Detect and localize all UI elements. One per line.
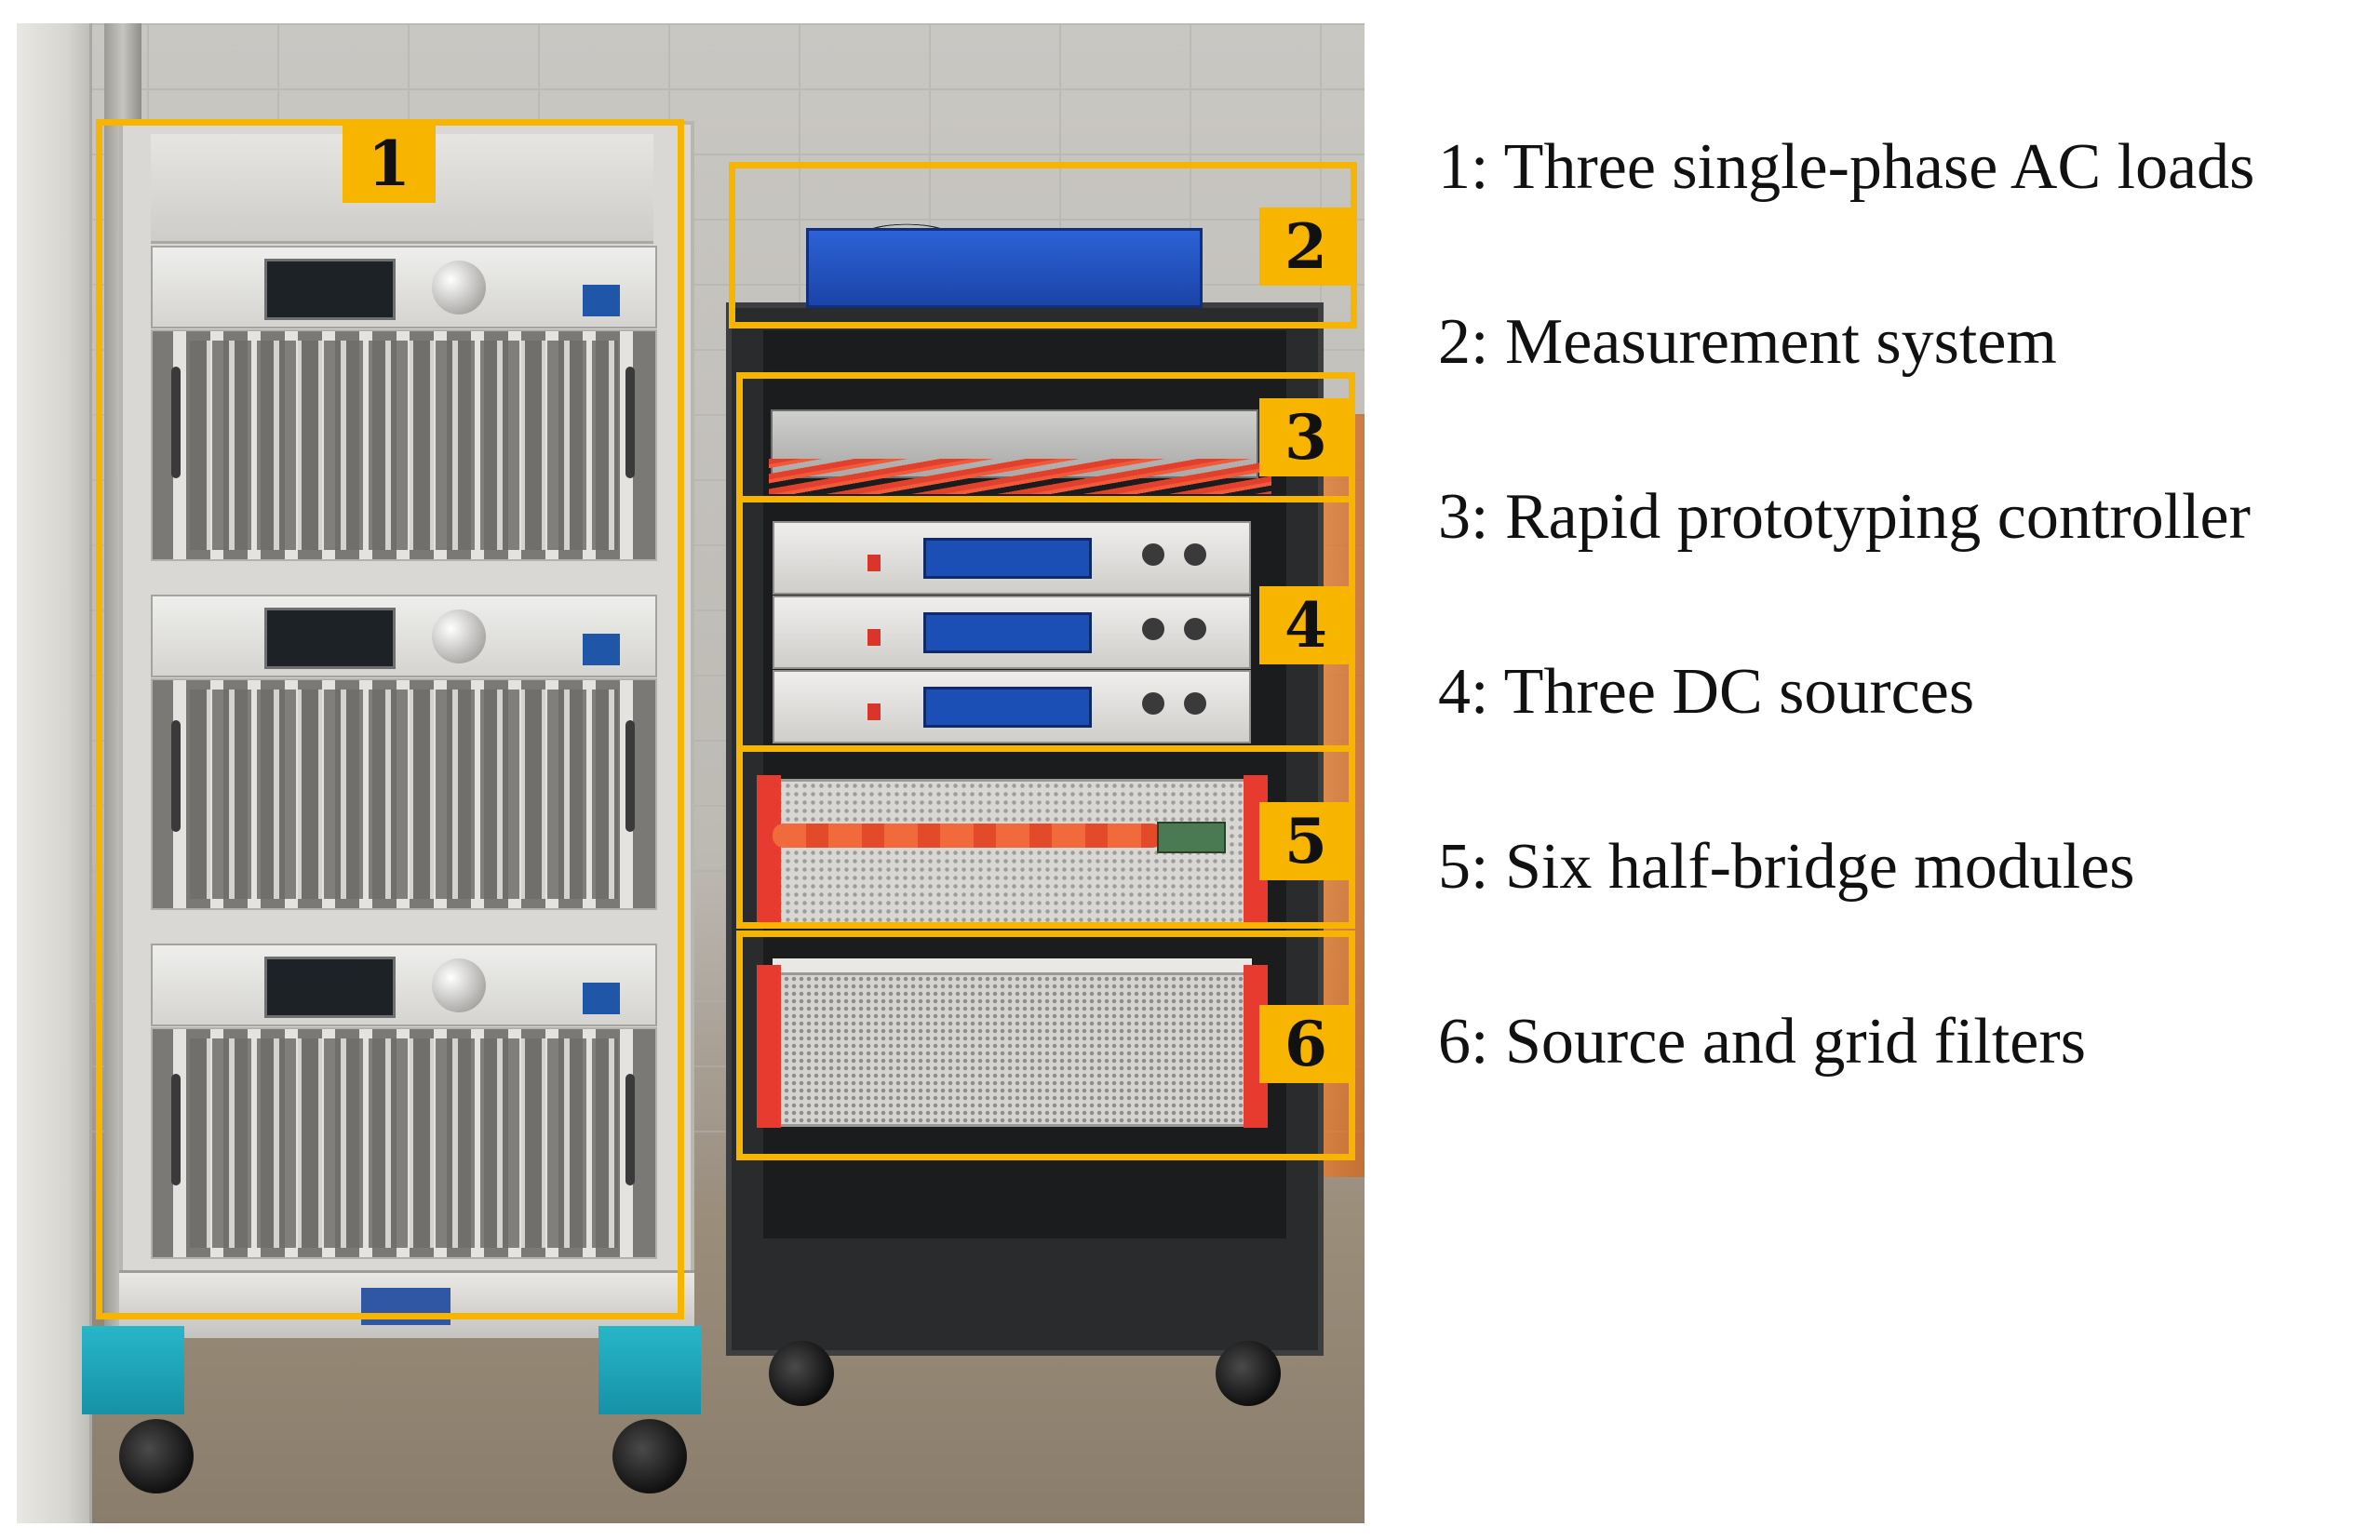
rack-handle (171, 1074, 181, 1185)
caster-wheel (1216, 1341, 1281, 1406)
legend-item-4: 4: Three DC sources (1438, 656, 1975, 728)
caster-wheel (119, 1419, 194, 1493)
rack-handle (625, 367, 635, 478)
rack-ear (757, 965, 781, 1128)
load-display (264, 957, 396, 1018)
load-knob (432, 958, 486, 1012)
ac-load-control-panel (151, 944, 657, 1026)
caster-wheel (612, 1419, 687, 1493)
load-vent-panel (151, 1027, 657, 1259)
load-tag (583, 634, 620, 665)
ac-load-control-panel (151, 246, 657, 328)
load-display (264, 608, 396, 669)
callout-label-3: 3 (1259, 398, 1352, 476)
load-display (264, 259, 396, 320)
callout-box-2 (729, 162, 1357, 328)
brand-logo (867, 629, 881, 646)
dial (1142, 692, 1164, 715)
brand-logo (867, 703, 881, 720)
load-tag (583, 983, 620, 1014)
ac-load-rack (119, 121, 694, 1338)
load-knob (432, 261, 486, 315)
vent-mesh (190, 341, 618, 550)
rack-handle (625, 1074, 635, 1185)
dial (1184, 692, 1206, 715)
power-cables (773, 824, 1163, 848)
callout-label-5: 5 (1259, 802, 1352, 880)
side-cabinet (17, 23, 92, 1523)
callout-label-1: 1 (343, 125, 436, 203)
callout-box-1 (96, 119, 684, 1319)
dial (1142, 618, 1164, 640)
load-knob (432, 609, 486, 663)
legend-item-1: 1: Three single-phase AC loads (1438, 131, 2255, 203)
callout-label-6: 6 (1259, 1005, 1352, 1083)
vent-mesh (190, 690, 618, 899)
dial (1184, 543, 1206, 566)
measurement-device (806, 228, 1203, 308)
dc-source-display (923, 538, 1092, 579)
legend-item-6: 6: Source and grid filters (1438, 1006, 2086, 1078)
rack-foot (598, 1326, 701, 1414)
rack-handle (625, 720, 635, 832)
rack-ear (757, 775, 781, 929)
rack-handle (171, 367, 181, 478)
callout-label-4: 4 (1259, 586, 1352, 664)
dial (1184, 618, 1206, 640)
legend-item-2: 2: Measurement system (1438, 306, 2057, 378)
brand-logo (867, 555, 881, 571)
load-tag (583, 285, 620, 316)
legend-item-3: 3: Rapid prototyping controller (1438, 481, 2251, 553)
dc-source-unit (773, 670, 1251, 743)
dc-source-display (923, 687, 1092, 728)
rack-foot (82, 1326, 184, 1414)
dc-source-unit (773, 596, 1251, 669)
signal-cables (769, 459, 1271, 494)
filter-rack (773, 972, 1257, 1127)
module-display (1157, 822, 1226, 853)
dial (1142, 543, 1164, 566)
dc-source-unit (773, 521, 1251, 595)
ac-load-control-panel (151, 595, 657, 677)
load-vent-panel (151, 329, 657, 561)
callout-label-2: 2 (1259, 208, 1352, 286)
vent-mesh (190, 1038, 618, 1248)
load-vent-panel (151, 678, 657, 910)
caster-wheel (769, 1341, 834, 1406)
legend-item-5: 5: Six half-bridge modules (1438, 831, 2135, 903)
rack-handle (171, 720, 181, 832)
dc-source-display (923, 612, 1092, 653)
